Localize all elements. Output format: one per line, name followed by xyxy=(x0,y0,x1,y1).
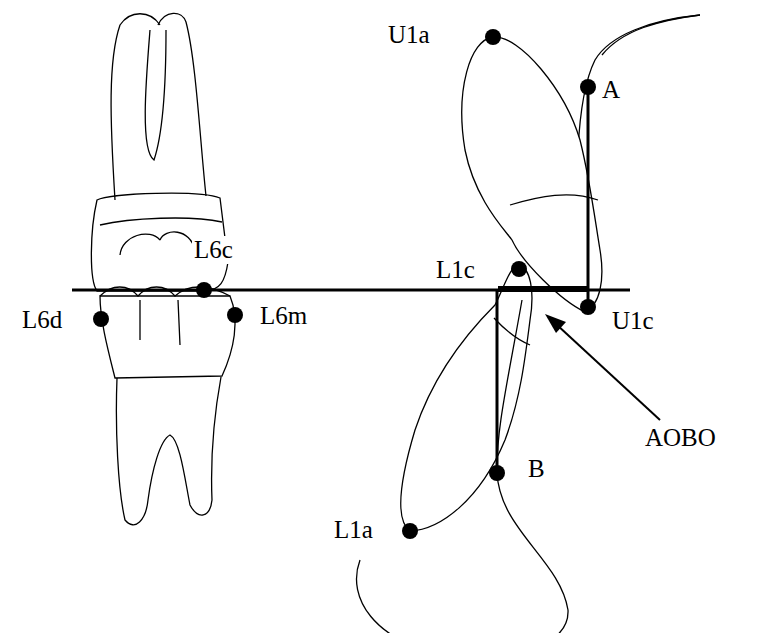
landmark-label: U1a xyxy=(386,21,432,49)
measurement-lines xyxy=(72,87,660,473)
incisor-drawing xyxy=(356,15,700,633)
landmark-label: B xyxy=(526,455,547,483)
landmark-label: U1c xyxy=(610,307,656,335)
landmark-label: L6c xyxy=(192,236,235,264)
landmark-label: A xyxy=(600,76,622,104)
landmark-label: L6d xyxy=(20,306,64,334)
landmark-label: L1a xyxy=(332,516,375,544)
landmark-label: L6m xyxy=(258,302,309,330)
landmark-dots xyxy=(93,29,596,539)
landmark-label: L1c xyxy=(434,256,477,284)
measurement-label: AOBO xyxy=(643,424,718,452)
molar-drawing xyxy=(91,13,235,524)
